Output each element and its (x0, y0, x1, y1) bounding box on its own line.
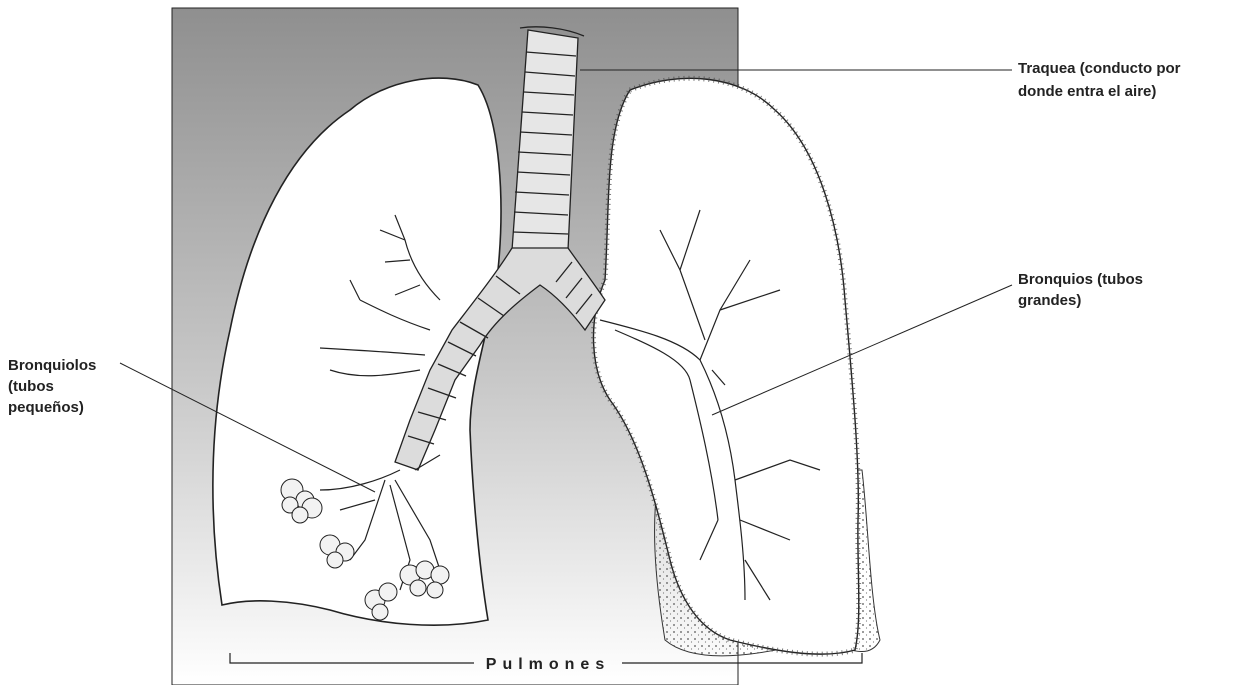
bronchioles-label: Bronquiolos (tubos pequeños) (8, 357, 101, 416)
bronchi-label: Bronquios (tubos grandes) (1018, 271, 1147, 309)
lungs-label: Pulmones (486, 656, 610, 673)
trachea-label: Traquea (conducto por donde entra el air… (1018, 60, 1185, 100)
